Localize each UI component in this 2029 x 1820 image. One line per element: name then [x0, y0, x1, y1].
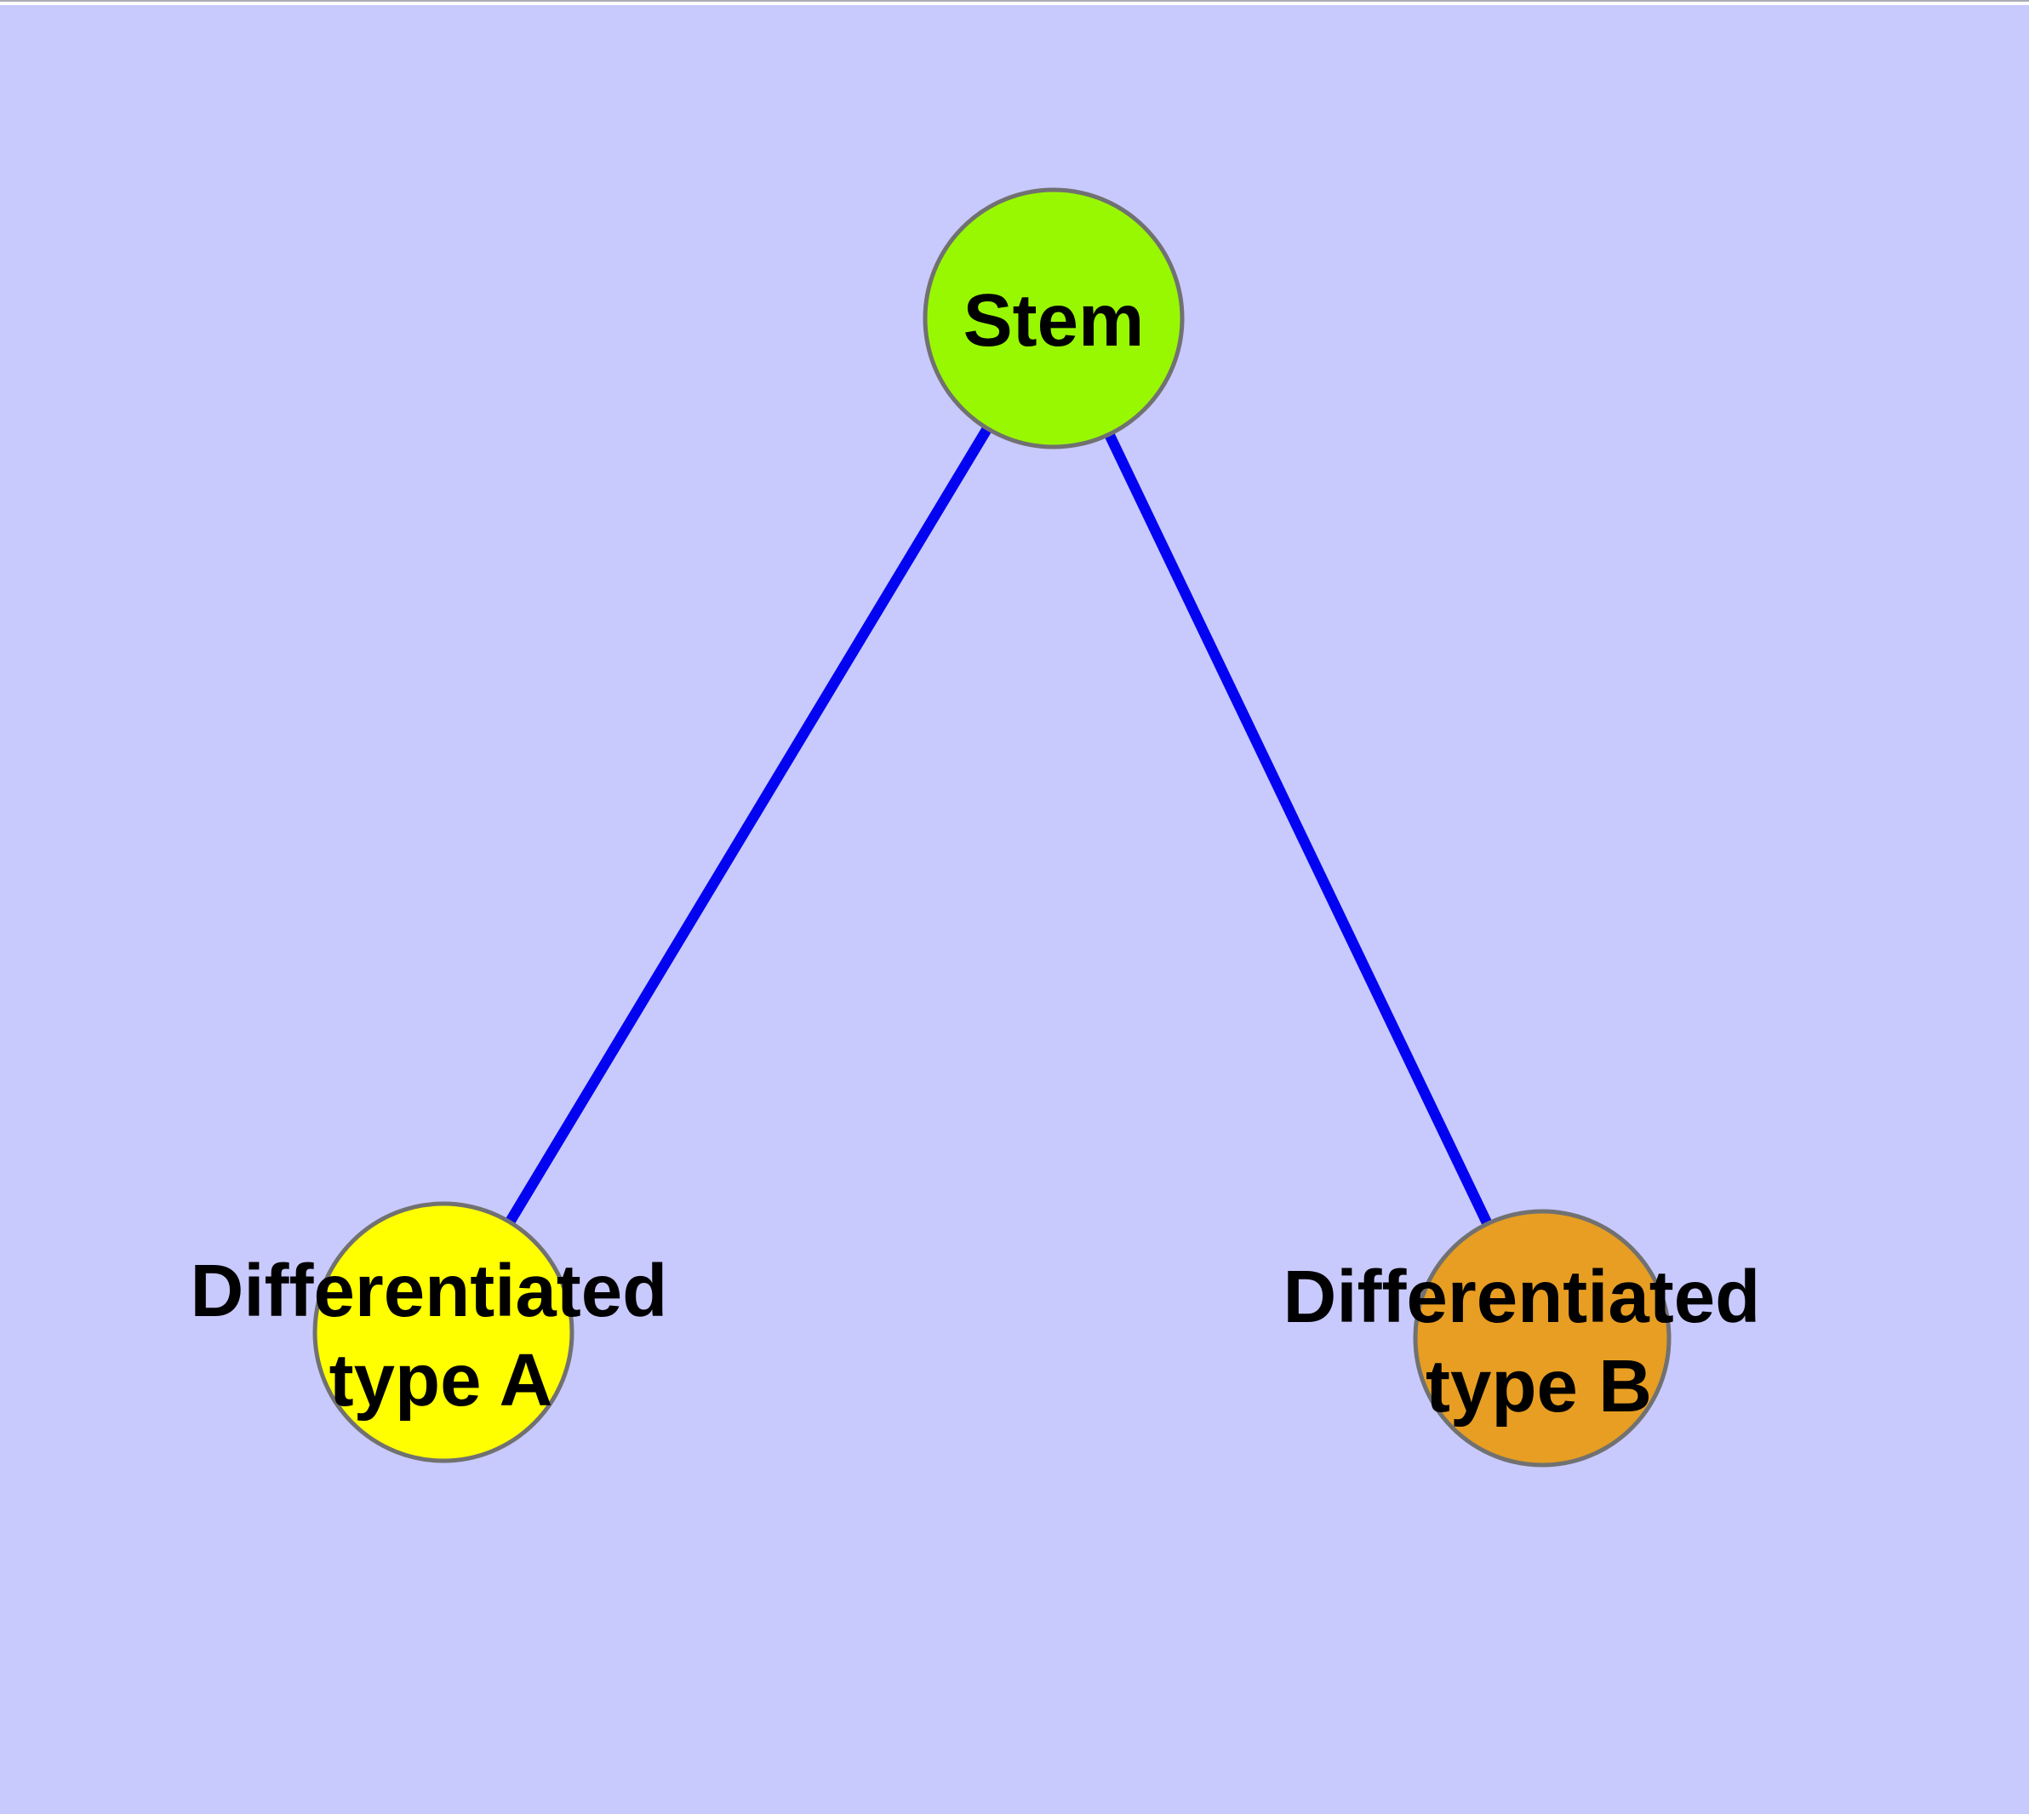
- node-stem-label-line1: Stem: [963, 279, 1145, 362]
- node-differentiated-type-a-circle: [312, 1201, 574, 1463]
- edge-stem-to-type-a: [438, 315, 1059, 1336]
- node-differentiated-type-b: Differentiated type B: [1283, 1209, 1781, 1468]
- edges: [438, 315, 1547, 1341]
- node-differentiated-type-a-label-line1: Differentiated: [191, 1250, 668, 1332]
- node-stem: Stem: [923, 187, 1185, 449]
- node-differentiated-type-a-label-line2: type A: [329, 1339, 553, 1422]
- node-stem-label: Stem: [963, 279, 1145, 362]
- node-differentiated-type-b-circle: [1413, 1209, 1672, 1468]
- node-differentiated-type-a-label: Differentiated type A: [191, 1250, 689, 1422]
- node-differentiated-type-b-label-line2: type B: [1426, 1345, 1652, 1428]
- node-stem-circle: [923, 187, 1185, 449]
- node-differentiated-type-b-label-line1: Differentiated: [1283, 1256, 1761, 1338]
- node-differentiated-type-b-label: Differentiated type B: [1283, 1256, 1781, 1428]
- node-differentiated-type-a: Differentiated type A: [191, 1201, 689, 1463]
- edge-stem-to-type-b: [1049, 316, 1547, 1341]
